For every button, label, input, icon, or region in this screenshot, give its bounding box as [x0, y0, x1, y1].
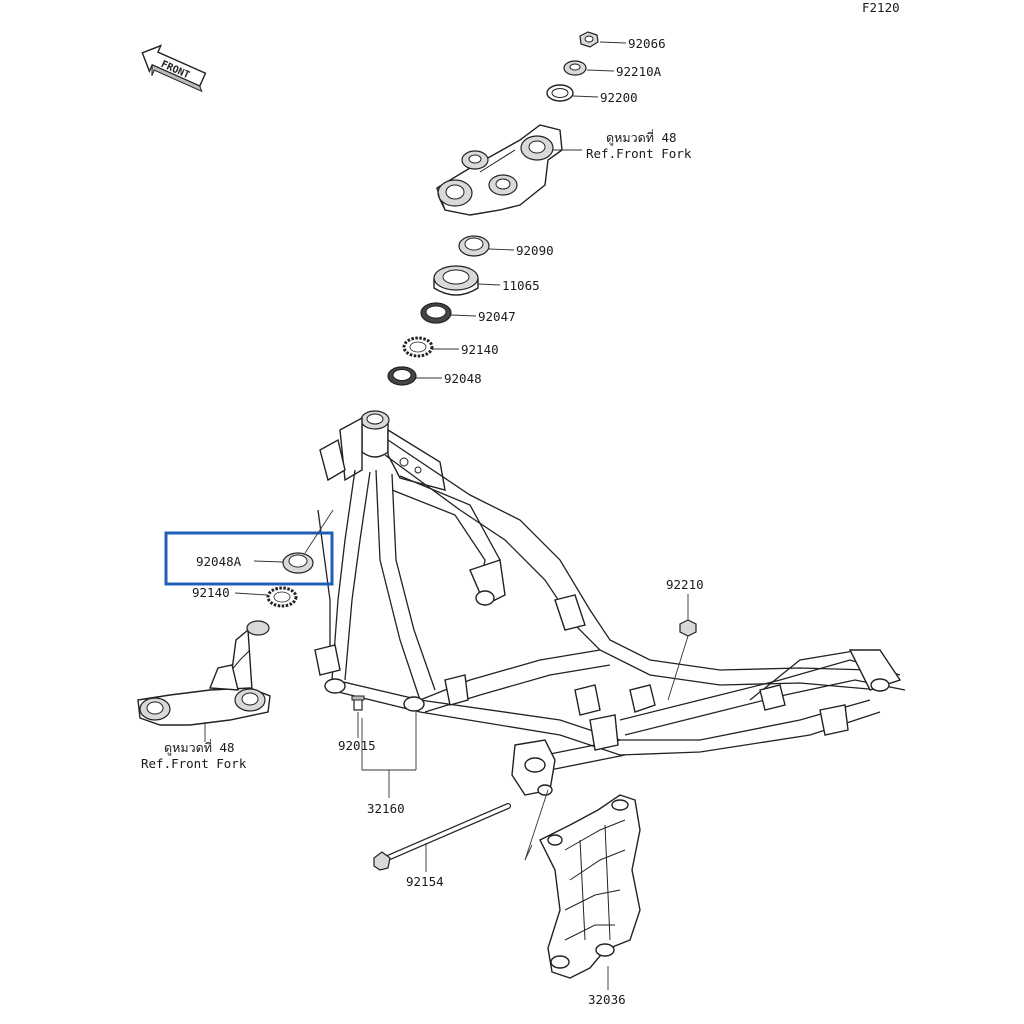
part-92154-long-bolt	[373, 803, 511, 871]
label-11065: 11065	[502, 278, 540, 293]
label-92210: 92210	[666, 577, 704, 592]
bottom-ref-thai: ดูหมวดที่ 48	[164, 739, 235, 756]
upper-triple-clamp	[436, 124, 563, 216]
highlight-box-92048a	[164, 531, 334, 586]
main-frame	[314, 410, 906, 796]
part-92140-ball-ring-bottom	[266, 586, 298, 608]
part-92048a-race	[282, 552, 314, 574]
part-92015-bolt	[351, 695, 365, 711]
bracket-32160	[361, 712, 417, 798]
part-92090-seal	[458, 235, 490, 257]
label-92048a: 92048A	[196, 554, 242, 569]
part-92210-nut	[679, 619, 697, 637]
label-92048: 92048	[444, 371, 482, 386]
part-92048-race	[387, 366, 417, 386]
top-ref-thai: ดูหมวดที่ 48	[606, 129, 677, 146]
part-92140-ball-ring-top	[402, 336, 434, 358]
diagram-code: F2120	[862, 0, 900, 15]
part-32036-bracket	[539, 794, 641, 979]
part-92047-race	[420, 302, 452, 324]
top-ref-front-fork: Ref.Front Fork	[586, 146, 692, 161]
label-32036: 32036	[588, 992, 626, 1007]
label-92154: 92154	[406, 874, 444, 889]
label-92210a: 92210A	[616, 64, 662, 79]
label-92090: 92090	[516, 243, 554, 258]
label-32160: 32160	[367, 801, 405, 816]
label-92047: 92047	[478, 309, 516, 324]
label-92140-top: 92140	[461, 342, 499, 357]
part-92066-nut	[579, 31, 599, 48]
bottom-ref-front-fork: Ref.Front Fork	[141, 756, 247, 771]
part-92200-washer	[546, 84, 574, 102]
lower-triple-clamp	[137, 620, 271, 726]
label-92140-bottom: 92140	[192, 585, 230, 600]
label-92066: 92066	[628, 36, 666, 51]
label-92200: 92200	[600, 90, 638, 105]
part-11065-cap	[433, 265, 479, 296]
label-92015: 92015	[338, 738, 376, 753]
front-direction-arrow-icon: FRONT	[141, 44, 207, 93]
part-92210a-nut	[563, 60, 587, 76]
